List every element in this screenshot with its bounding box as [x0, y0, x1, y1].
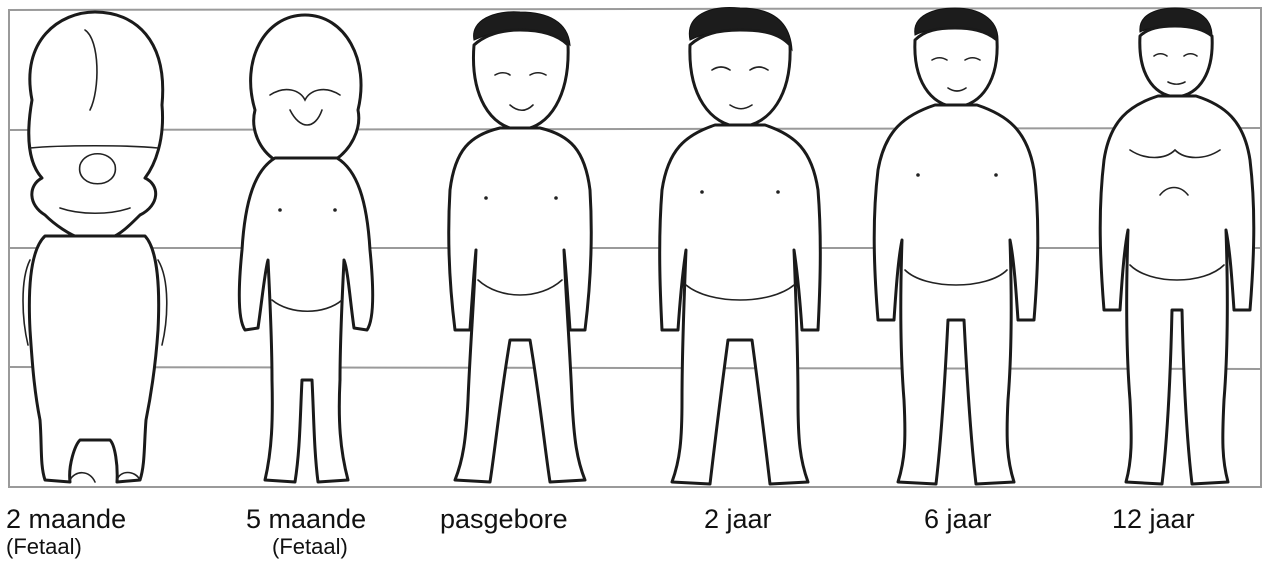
sublabel-5-months: (Fetaal): [272, 534, 348, 560]
label-2-months: 2 maande: [6, 504, 126, 534]
sublabel-2-months: (Fetaal): [6, 534, 82, 560]
figure-2-months: [23, 12, 167, 482]
guide-lines: [8, 8, 1262, 487]
figure-6-years: [874, 8, 1038, 484]
guide-line-1: [8, 128, 1262, 130]
label-12-years: 12 jaar: [1112, 504, 1195, 534]
figure-newborn: [449, 12, 591, 482]
figure-12-years: [1100, 8, 1254, 484]
guide-line-3: [8, 367, 1262, 369]
label-2-years: 2 jaar: [704, 504, 772, 534]
figure-2-years: [660, 7, 821, 484]
figure-5-months: [239, 15, 372, 482]
label-6-years: 6 jaar: [924, 504, 992, 534]
label-newborn: pasgebore: [440, 504, 568, 534]
guide-line-top: [8, 8, 1262, 10]
label-5-months: 5 maande: [246, 504, 366, 534]
